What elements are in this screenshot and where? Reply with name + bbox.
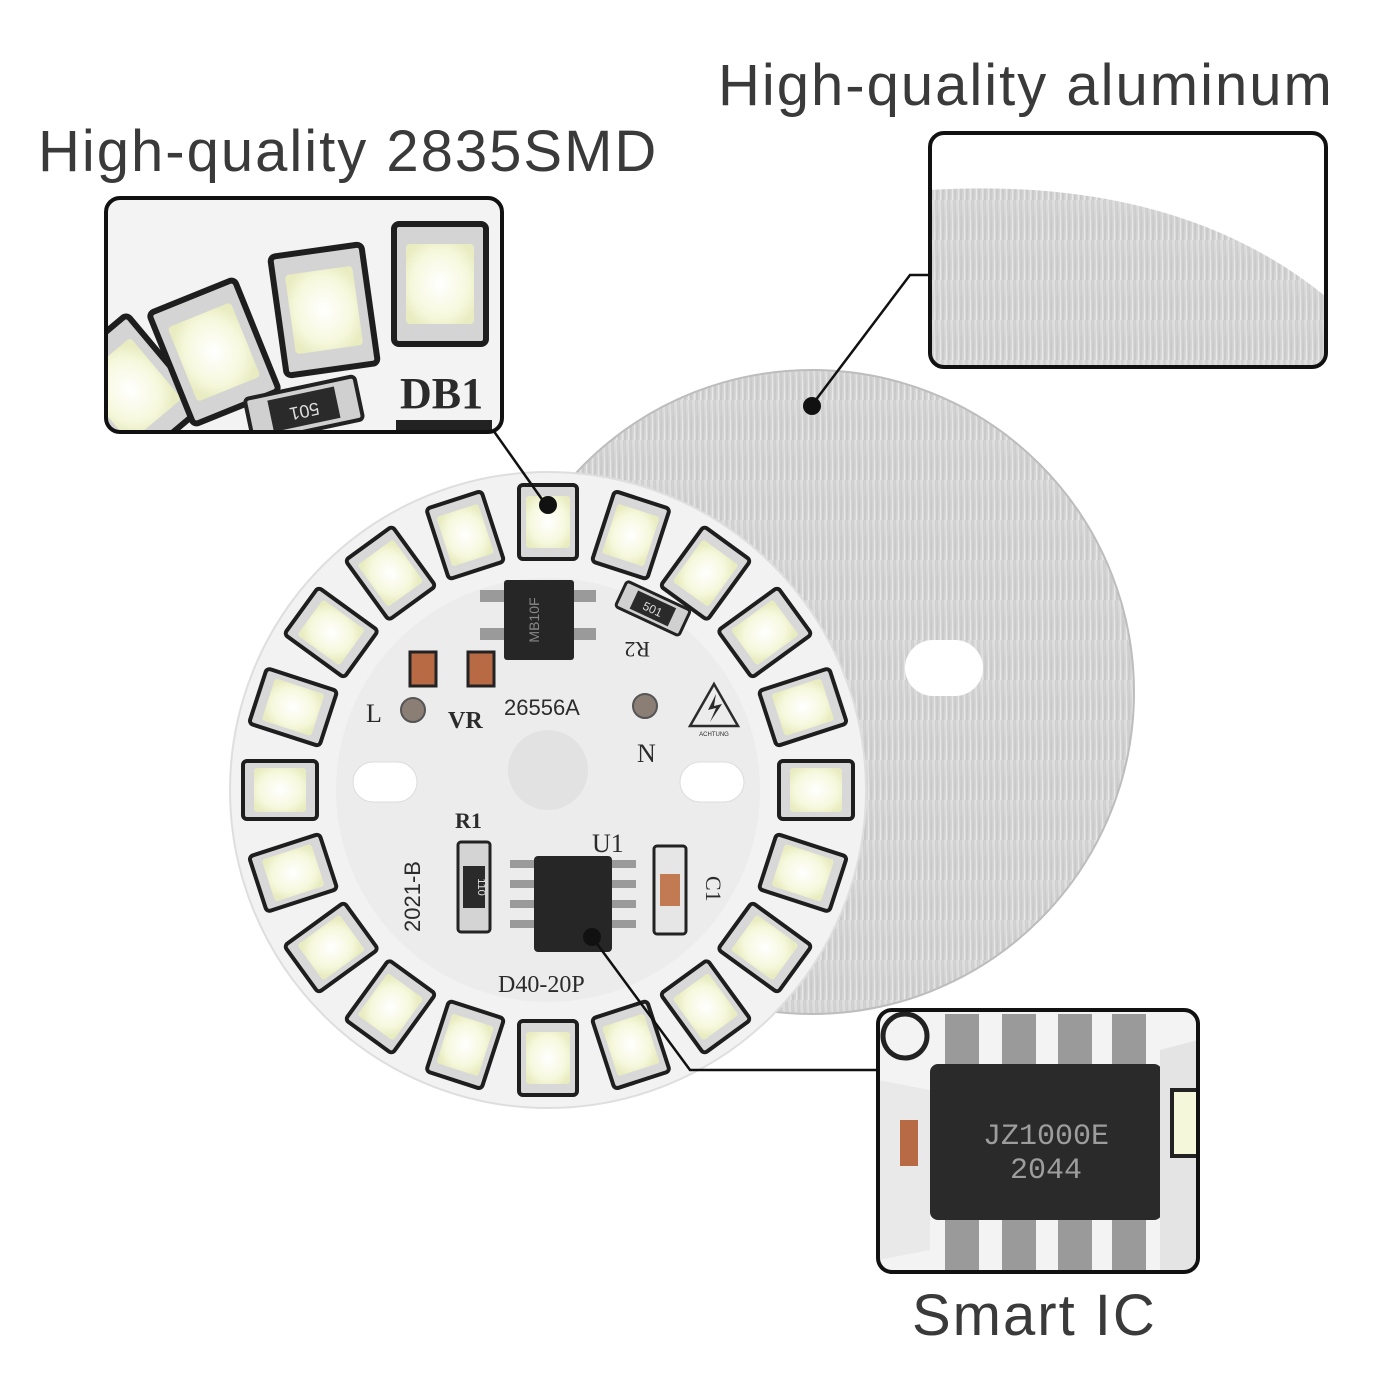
led-pcb: MB10F 501 R2 L VR 26556A N ACHTUNG 2021-… [229, 471, 867, 1109]
smd-led [659, 959, 752, 1055]
smd-led [241, 759, 319, 821]
bridge-chip-label: MB10F [526, 597, 542, 642]
neutral-label: N [637, 739, 656, 768]
smd-led [517, 1019, 579, 1097]
zoom-smd-led [147, 277, 281, 427]
capacitor-c1 [652, 844, 688, 936]
aluminum-pointer-dot [803, 397, 821, 415]
smd-led [717, 586, 813, 679]
smd-led [757, 832, 848, 913]
smd-led [590, 999, 671, 1090]
zoom-smd-leds: 501 DB1 [104, 196, 504, 434]
warning-icon: ACHTUNG [687, 681, 741, 738]
caption-aluminum: High-quality aluminum [718, 53, 1334, 118]
smd-led [425, 999, 506, 1090]
zoom-smd-led [391, 221, 489, 347]
zoom-chip-line1: JZ1000E [983, 1120, 1109, 1154]
smd-led [283, 901, 379, 994]
smd-led [757, 667, 848, 748]
r2-label: R2 [624, 637, 650, 662]
u1-label: U1 [592, 829, 624, 858]
smd-led [344, 525, 437, 621]
year-label: 2021-B [400, 861, 425, 932]
smd-led [283, 586, 379, 679]
plate-slot [905, 640, 983, 696]
live-label: L [366, 699, 382, 728]
vr-pad-right [466, 650, 496, 688]
callout-lines [491, 273, 930, 1072]
zoom-smart-ic: JZ1000E 2044 [876, 1008, 1200, 1274]
bridge-rectifier: MB10F [480, 580, 596, 660]
smd-led [248, 667, 339, 748]
ic-pointer-dot [583, 928, 601, 946]
smd-led [425, 490, 506, 581]
r1-code: 110 [475, 878, 487, 896]
model-label: D40-20P [498, 972, 585, 998]
zoom-aluminum [928, 131, 1328, 369]
r1-label: R1 [455, 808, 482, 833]
varistor-label: VR [448, 708, 483, 734]
caption-smart-ic: Smart IC [912, 1283, 1157, 1348]
part-number: 26556A [504, 695, 580, 720]
smd-led [590, 490, 671, 581]
vr-pad-left [408, 650, 438, 688]
resistor-r2: 501 [614, 580, 692, 637]
smd-led [659, 525, 752, 621]
smart-ic-u1 [510, 856, 636, 952]
c1-label: C1 [701, 876, 726, 902]
caption-smd: High-quality 2835SMD [38, 119, 659, 184]
zoom-smd-led [267, 241, 381, 379]
smd-led [344, 959, 437, 1055]
right-slot [679, 761, 745, 803]
zoom-db1-label: DB1 [400, 369, 483, 418]
zoom-chip-line2: 2044 [1010, 1154, 1082, 1188]
smd-led [717, 901, 813, 994]
center-hole [508, 730, 588, 810]
smd-led [517, 483, 579, 561]
smd-led [777, 759, 855, 821]
smd-pointer-dot [539, 496, 557, 514]
neutral-contact [632, 693, 658, 719]
left-slot [352, 761, 418, 803]
resistor-r1: 110 [456, 840, 492, 934]
live-contact [400, 697, 426, 723]
smd-led [248, 832, 339, 913]
warning-text: ACHTUNG [699, 732, 729, 738]
led-ring [241, 483, 855, 1097]
